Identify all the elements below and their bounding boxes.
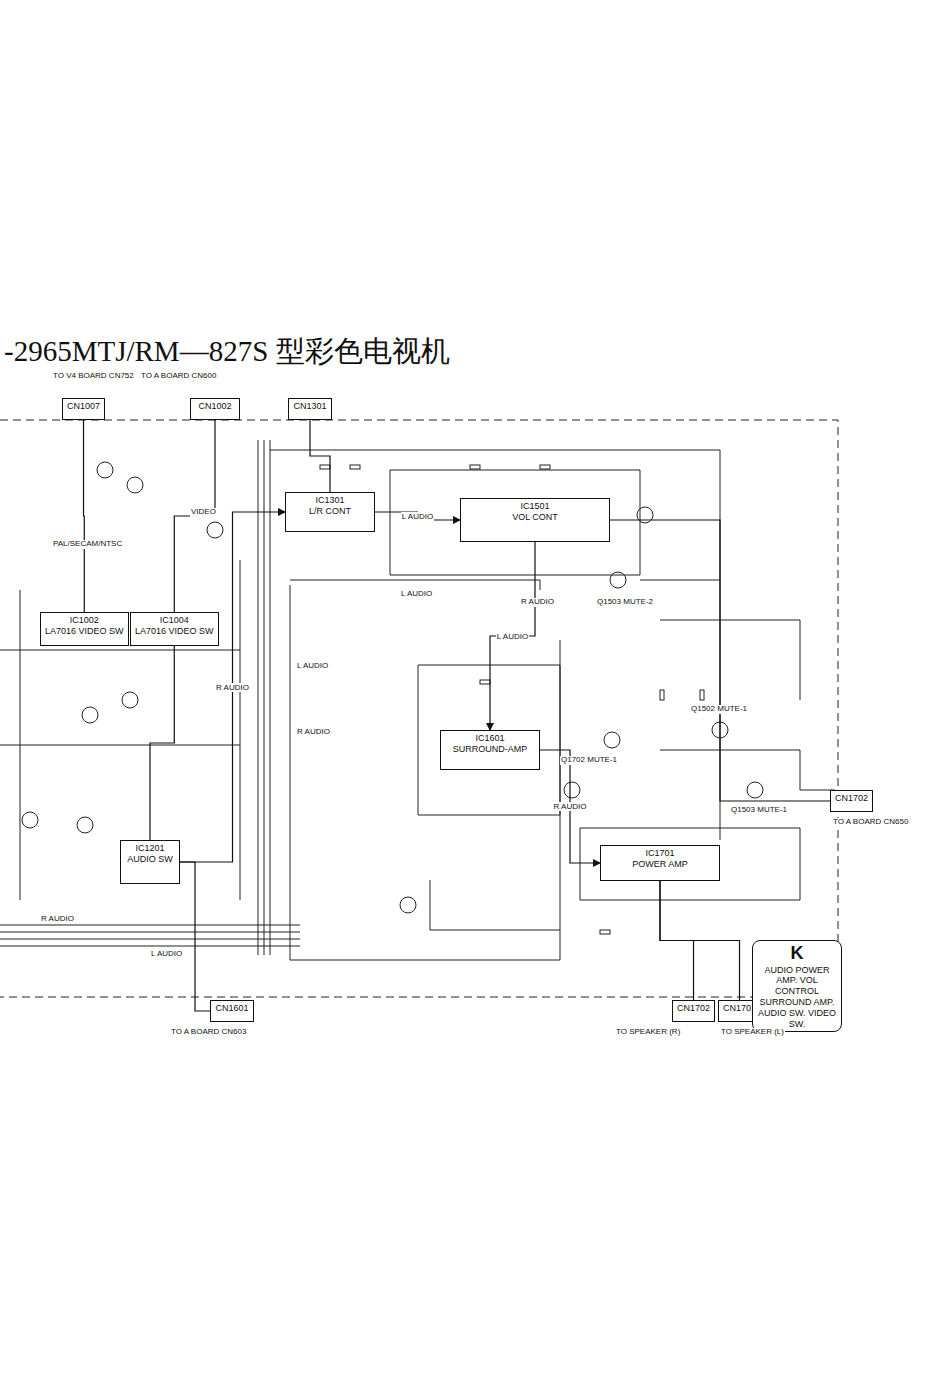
edge-label: R AUDIO xyxy=(215,683,250,692)
signal-connector xyxy=(375,512,460,520)
ic-box: IC1601SURROUND-AMP xyxy=(440,730,540,770)
signal-label: TO A BOARD CN650 xyxy=(832,818,909,827)
signal-connector xyxy=(180,512,285,862)
signal-connector xyxy=(310,420,330,492)
connector-box: CN1301 xyxy=(288,398,332,420)
edge-label: R AUDIO xyxy=(553,802,588,811)
ic-box: IC1301L/R CONT xyxy=(285,492,375,532)
signal-label: PAL/SECAM/NTSC xyxy=(52,540,123,549)
node-text: IC1002 xyxy=(45,615,124,626)
node-text: AUDIO SW xyxy=(125,854,175,865)
ic-frame xyxy=(390,470,640,575)
node-text: CN1007 xyxy=(67,401,100,412)
connector-box: CN1702 xyxy=(672,1000,715,1022)
bus-wire xyxy=(290,580,560,960)
signal-label: Q1702 MUTE-1 xyxy=(560,756,618,765)
node-text: LA7016 VIDEO SW xyxy=(45,626,124,637)
signal-wire xyxy=(430,880,560,930)
node-text: IC1004 xyxy=(135,615,214,626)
node-text: IC1701 xyxy=(605,848,715,859)
connector-box: CN1002 xyxy=(190,398,240,420)
ic-frame xyxy=(580,828,800,900)
node-text: LA7016 VIDEO SW xyxy=(135,626,214,637)
signal-connector xyxy=(180,862,210,1011)
signal-label: Q1503 MUTE-2 xyxy=(596,598,654,607)
signal-label: R AUDIO xyxy=(296,728,331,737)
board-outline xyxy=(0,420,838,997)
signal-label: Q1503 MUTE-1 xyxy=(730,806,788,815)
node-text: CN1702 xyxy=(835,793,868,804)
transistor-symbol xyxy=(22,462,763,913)
node-text: IC1201 xyxy=(125,843,175,854)
ic-box: IC1201AUDIO SW xyxy=(120,840,180,884)
node-text: K xyxy=(757,943,837,965)
signal-label: TO A BOARD CN603 xyxy=(170,1028,247,1037)
signal-label: R AUDIO xyxy=(40,915,75,924)
signal-connector xyxy=(660,881,740,1000)
signal-label: TO V4 BOARD CN752 xyxy=(52,372,135,381)
signal-connector xyxy=(150,646,174,840)
signal-connector xyxy=(490,542,535,730)
signal-label: Q1502 MUTE-1 xyxy=(690,705,748,714)
node-text: VOL CONT xyxy=(465,512,605,523)
connector-box: CN1601 xyxy=(210,1000,254,1022)
ic-frame xyxy=(418,665,560,815)
signal-wire xyxy=(0,560,240,900)
signal-connector xyxy=(540,750,600,863)
diagram-title: -2965MTJ/RM—827S 型彩色电视机 xyxy=(4,332,450,372)
ic-box: IC1004LA7016 VIDEO SW xyxy=(130,612,219,646)
supply-wire xyxy=(270,450,720,840)
signal-label: L AUDIO xyxy=(400,590,433,599)
node-text: CN1601 xyxy=(215,1003,249,1014)
node-text: IC1301 xyxy=(290,495,370,506)
signal-label: L AUDIO xyxy=(296,662,329,671)
signal-label: L AUDIO xyxy=(150,950,183,959)
signal-connector xyxy=(83,420,85,612)
edge-label: L AUDIO xyxy=(401,512,434,521)
node-text: CN1002 xyxy=(195,401,235,412)
ic-box: IC1002LA7016 VIDEO SW xyxy=(40,612,129,646)
bus-wire xyxy=(258,440,270,955)
node-text: SURROUND-AMP xyxy=(445,744,535,755)
signal-connector xyxy=(610,520,830,801)
node-text: IC1501 xyxy=(465,501,605,512)
mute-wire xyxy=(660,620,835,790)
signal-label: TO SPEAKER (L) xyxy=(720,1028,785,1037)
node-text: POWER AMP xyxy=(605,859,715,870)
node-text: IC1601 xyxy=(445,733,535,744)
ic-box: IC1701POWER AMP xyxy=(600,845,720,881)
bus-wire xyxy=(0,925,300,946)
node-text: CN1702 xyxy=(677,1003,710,1014)
signal-label: R AUDIO xyxy=(520,598,555,607)
signal-label: TO SPEAKER (R) xyxy=(615,1028,681,1037)
edge-label: L AUDIO xyxy=(496,632,529,641)
board-legend-box: KAUDIO POWER AMP. VOL CONTROL SURROUND A… xyxy=(752,940,842,1032)
node-text: AUDIO POWER AMP. VOL CONTROL SURROUND AM… xyxy=(757,965,837,1030)
connector-box: CN1702 xyxy=(830,790,873,812)
signal-label: TO A BOARD CN600 xyxy=(140,372,217,381)
ic-box: IC1501VOL CONT xyxy=(460,498,610,542)
connector-box: CN1007 xyxy=(62,398,105,420)
node-text: CN1301 xyxy=(293,401,327,412)
node-text: L/R CONT xyxy=(290,506,370,517)
signal-label: VIDEO xyxy=(190,508,217,517)
